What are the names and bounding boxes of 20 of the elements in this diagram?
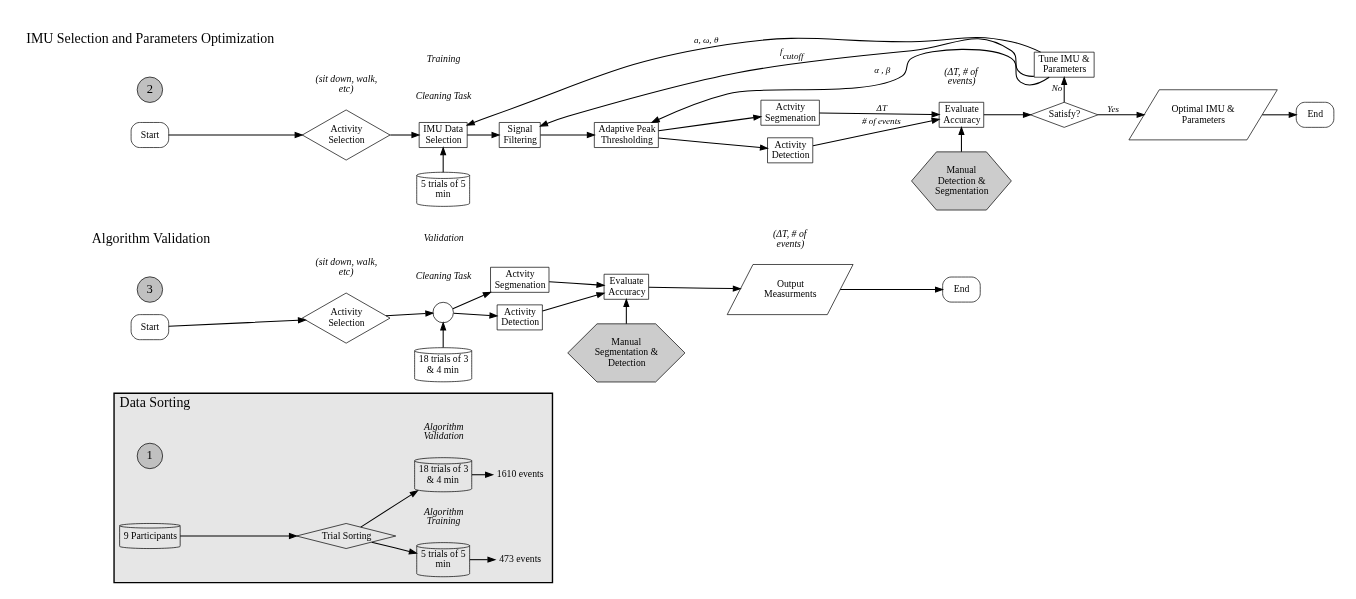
edge-label: No — [1051, 82, 1063, 93]
edge-label: # of events — [861, 115, 901, 126]
node-label: Training — [426, 52, 461, 64]
node-label: (sit down, walk, etc) — [315, 72, 378, 94]
edge-label: α , β — [874, 64, 891, 75]
node-label: Algorithm Training — [424, 505, 464, 526]
node-label: Cleaning Task — [415, 269, 472, 281]
node-label: Validation — [423, 231, 464, 243]
node-text: 1610 events — [496, 467, 544, 479]
node-text: 473 events — [499, 552, 542, 564]
edge-label: ΔT — [876, 102, 887, 113]
node-label: (sit down, walk, etc) — [315, 255, 378, 277]
label: IMU Selection and Parameters Optimization — [26, 30, 275, 46]
label: Algorithm Validation — [91, 230, 211, 246]
edge-label: a, ω, θ — [693, 34, 719, 45]
node-label: Cleaning Task — [415, 89, 472, 101]
node-label: (ΔT, # of events) — [773, 227, 807, 249]
node-label: (ΔT, # of events) — [944, 65, 978, 86]
edge-label: Yes — [1107, 103, 1119, 114]
node-label: Algorithm Validation — [423, 420, 464, 441]
